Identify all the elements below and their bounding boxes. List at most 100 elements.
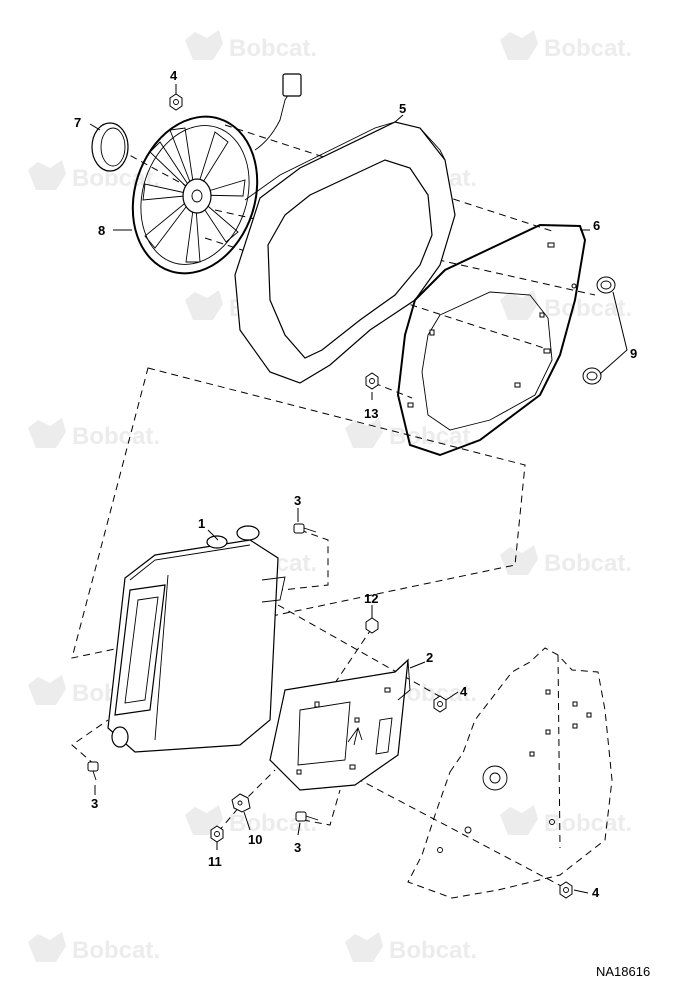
cap-inner [100, 127, 126, 167]
watermark-row4-left: Bobcat. [28, 418, 160, 450]
watermark-text: Bobcat. [72, 423, 160, 450]
callout-11: 11 [208, 854, 222, 869]
frame-hole [437, 847, 443, 853]
callout-1: 1 [198, 516, 205, 531]
bobcat-logo-icon [28, 675, 66, 705]
clip-10 [231, 793, 251, 813]
watermark-top-left: Bobcat. [185, 30, 317, 62]
watermark-row8-left: Bobcat. [28, 932, 160, 964]
watermark-text: Bobcat. [544, 35, 632, 62]
cap-to-fan-line [119, 149, 191, 189]
frame-hole [549, 819, 555, 825]
fan-hub-center [191, 189, 203, 203]
watermark-row7-right: Bobcat. [500, 805, 632, 837]
fan-hub [182, 178, 212, 214]
bracket-inner-cut [297, 701, 351, 766]
shroud-gasket [234, 121, 456, 384]
callout-leaders [89, 84, 590, 894]
fan-connector [282, 73, 302, 97]
callout-4-bracket: 4 [460, 684, 468, 699]
callout-10: 10 [248, 832, 262, 847]
bobcat-logo-icon [500, 545, 538, 575]
bolt-bottom [295, 811, 319, 822]
mounting-bracket [269, 658, 411, 791]
watermark-top-right: Bobcat. [500, 30, 632, 62]
frame-square-hole [572, 701, 578, 707]
bobcat-logo-icon [500, 290, 538, 320]
bracket-slot [375, 717, 393, 755]
plate-slot [543, 348, 551, 354]
fan-wire-harness [254, 91, 291, 151]
bracket-hole [349, 764, 356, 770]
bolt-top [293, 523, 317, 534]
watermark-row5-right: Bobcat. [500, 545, 632, 577]
frame-inner-edge [557, 654, 561, 849]
callout-9: 9 [630, 346, 637, 361]
nut-top [169, 93, 183, 111]
bracket-arrow-mark [347, 727, 363, 746]
cooler-right-flange [261, 576, 286, 603]
bolt3-bottom-line [302, 789, 341, 826]
plate-slot [539, 312, 545, 318]
watermark-text: Bobcat. [389, 937, 477, 964]
callout-3-top: 3 [294, 493, 301, 508]
bobcat-logo-icon [28, 160, 66, 190]
bobcat-logo-icon [500, 30, 538, 60]
frame-hole [464, 826, 472, 834]
watermark-row3-right: Bobcat. [500, 290, 632, 322]
nut-frame [559, 881, 573, 899]
bracket-hole [314, 701, 320, 708]
fan-blades [142, 127, 246, 263]
bracket-flange [394, 659, 411, 701]
document-id: NA18616 [596, 964, 650, 979]
cooler-port-left [206, 535, 228, 549]
bobcat-logo-icon [185, 290, 223, 320]
nut-bracket [433, 695, 447, 713]
callout-8: 8 [98, 223, 105, 238]
bracket-plate [269, 658, 409, 791]
plate-slot [407, 402, 414, 408]
shroud-inner [267, 159, 433, 359]
bobcat-logo-icon [345, 932, 383, 962]
shroud-depth-edge [244, 121, 396, 201]
oil-cooler [107, 525, 286, 753]
watermark-text: Bobcat. [389, 423, 477, 450]
plate-opening [421, 291, 553, 431]
cooler-bracket-detail [124, 596, 159, 704]
bracket-to-frame-line [355, 777, 566, 889]
grommet-upper [596, 276, 616, 294]
frame-outline [407, 647, 613, 899]
cap-outer [91, 122, 129, 172]
bobcat-logo-icon [185, 30, 223, 60]
bolt-left [87, 761, 99, 781]
plate-slot [429, 329, 435, 336]
cooler-port-right [236, 525, 260, 541]
callout-12: 12 [364, 591, 378, 606]
callout-7: 7 [74, 115, 81, 130]
frame-square-hole [572, 723, 578, 729]
mounting-plate [396, 223, 587, 457]
cooler-to-bracket-line [277, 604, 447, 701]
fan-cap [91, 122, 129, 172]
callout-3-bottom: 3 [294, 840, 301, 855]
fan-ring-outer [131, 115, 259, 275]
bobcat-logo-icon [345, 418, 383, 448]
cooler-front-face [129, 544, 251, 581]
grommet-lower [582, 367, 602, 385]
callout-6: 6 [593, 218, 600, 233]
callout-2: 2 [426, 650, 433, 665]
bobcat-logo-icon [185, 805, 223, 835]
grommets [582, 276, 628, 385]
callout-labels: 4 7 5 6 8 9 13 3 1 12 2 4 3 10 3 11 4 [74, 68, 637, 900]
callout-4-top: 4 [170, 68, 178, 83]
bobcat-logo-icon [28, 418, 66, 448]
cooler-side-edge [154, 574, 169, 741]
frame-square-hole [529, 751, 535, 757]
bracket-hole [384, 687, 391, 693]
callout-3-left: 3 [91, 796, 98, 811]
frame-hole-small [489, 772, 501, 784]
nut-11 [210, 825, 224, 843]
plate-slot [547, 242, 555, 248]
watermark-text: Bobcat. [544, 810, 632, 837]
clip10-line [239, 769, 276, 806]
